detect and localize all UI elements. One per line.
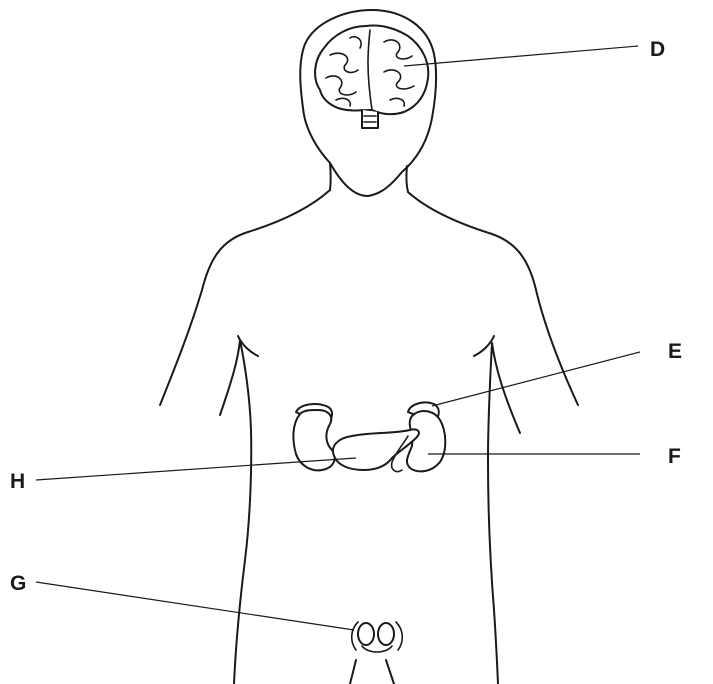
brain-outline	[315, 25, 428, 114]
pancreas	[333, 429, 419, 470]
label-f: F	[668, 445, 681, 468]
neck-left	[330, 163, 331, 190]
leader-line-g	[36, 582, 354, 630]
gonad-outer-left	[352, 622, 358, 650]
label-d: D	[650, 38, 665, 61]
gonads	[352, 622, 403, 652]
leader-line-e	[432, 352, 640, 406]
brain	[315, 25, 428, 128]
gonad-lower-join	[362, 646, 392, 652]
neck-right	[406, 166, 408, 192]
left-gonad	[358, 623, 374, 645]
brain-stem	[362, 110, 378, 128]
leader-line-d	[404, 46, 638, 66]
label-e: E	[668, 340, 682, 363]
gonad-outer-right	[396, 622, 402, 650]
left-leg	[350, 660, 356, 684]
right-gonad	[378, 623, 394, 645]
label-g: G	[10, 572, 26, 595]
label-h: H	[10, 470, 25, 493]
right-leg	[386, 660, 394, 684]
